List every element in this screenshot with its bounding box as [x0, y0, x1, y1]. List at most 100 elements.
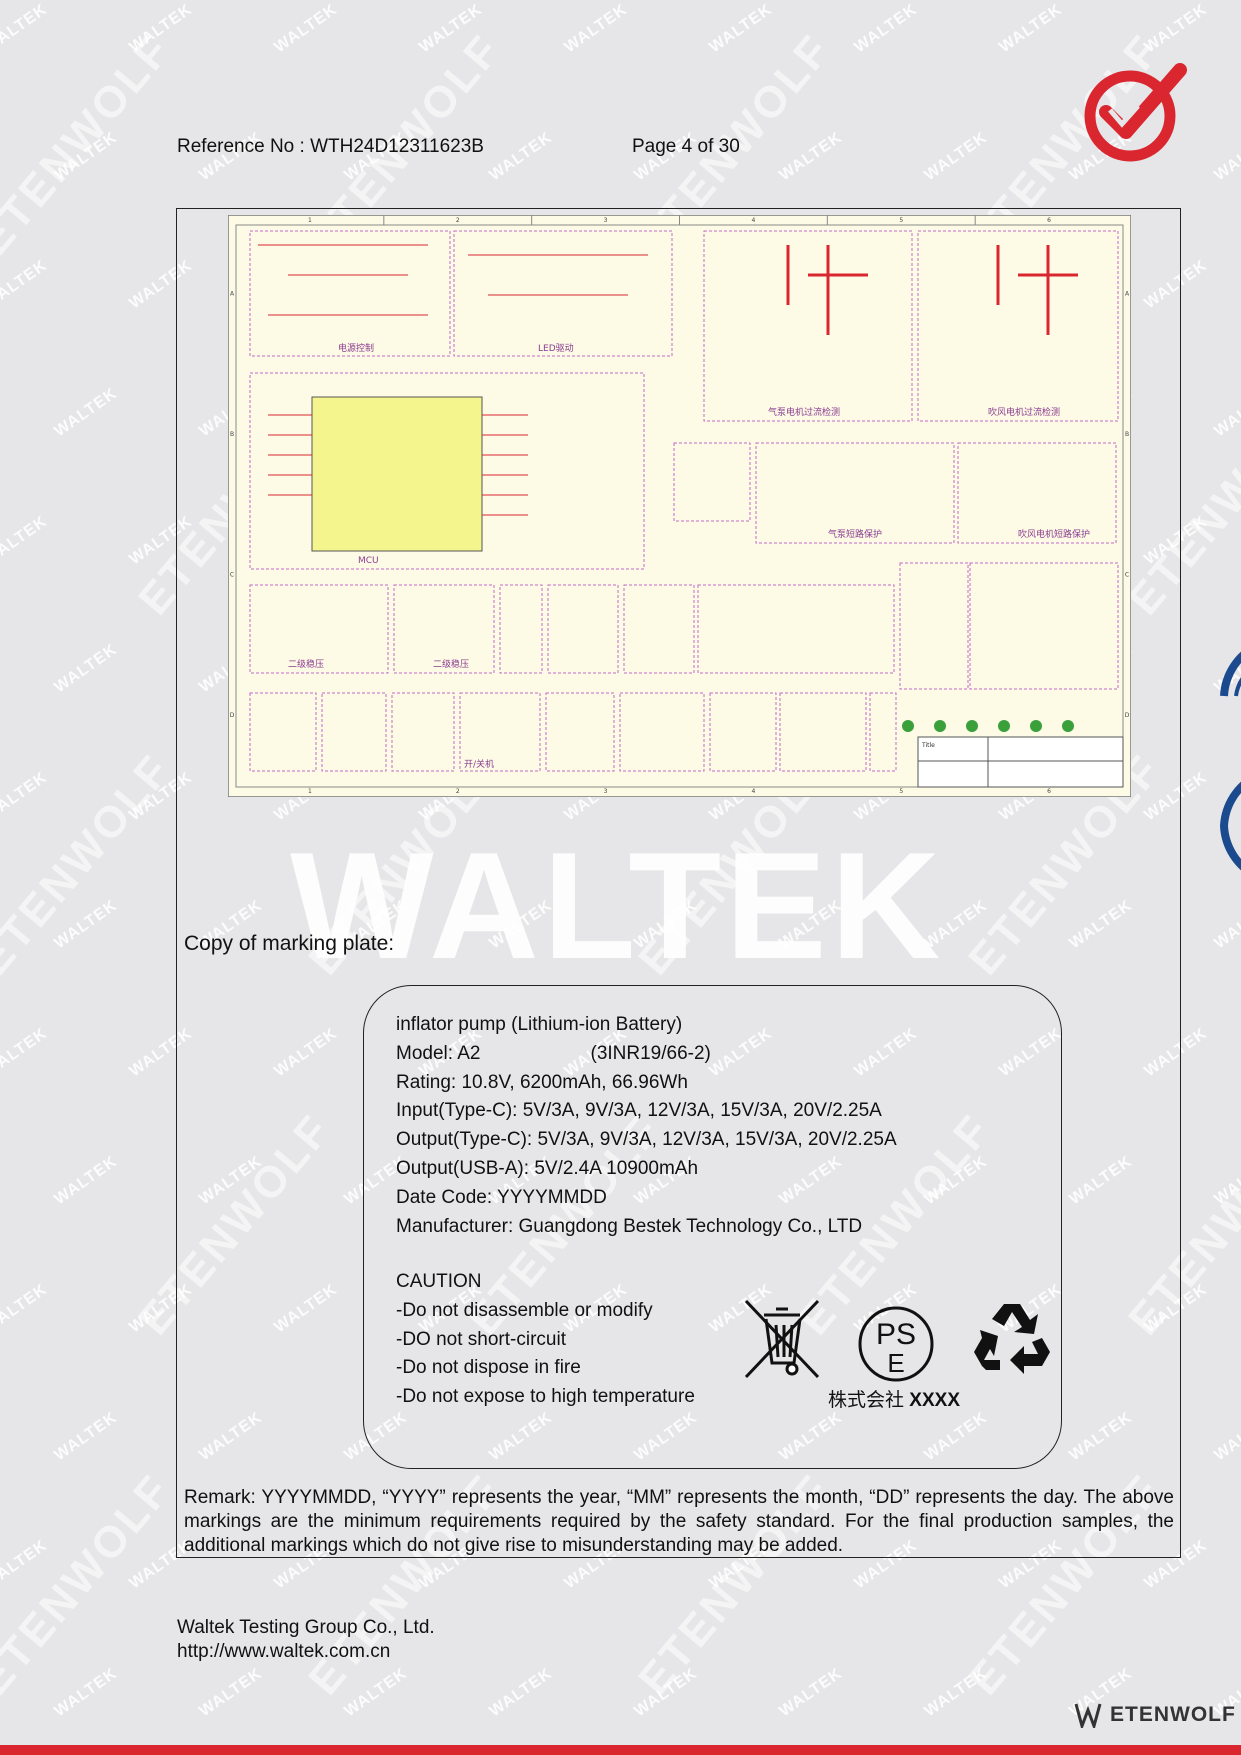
waltek-check-logo	[1084, 63, 1187, 162]
center-watermark: WALTEK	[290, 821, 945, 991]
caution-item: -Do not expose to high temperature	[396, 1386, 695, 1408]
waltek-watermark: WALTEK	[486, 1664, 556, 1721]
model-line: Model: A2 (3INR19/66-2)	[396, 1040, 897, 1069]
waltek-watermark: WALTEK	[921, 1664, 991, 1721]
schematic-row-letter: C	[230, 571, 234, 578]
waltek-watermark: WALTEK	[51, 384, 121, 441]
schematic-column-number: 1	[308, 788, 312, 795]
footer-url[interactable]: http://www.waltek.com.cn	[177, 1641, 391, 1662]
schematic-column-number: 5	[899, 788, 903, 795]
output-usba-spec: Output(USB-A): 5V/2.4A 10900mAh	[396, 1157, 699, 1179]
schematic-row-letter: A	[1125, 290, 1130, 297]
schematic-title-label: Title	[921, 742, 935, 749]
wolf-logo-icon	[1074, 1703, 1102, 1728]
waltek-watermark: WALTEK	[271, 0, 341, 57]
brand-name: ETENWOLF	[1110, 1703, 1236, 1726]
waltek-watermark: WALTEK	[51, 896, 121, 953]
caution-item: -Do not disassemble or modify	[396, 1299, 653, 1321]
page-number: Page 4 of 30	[632, 136, 740, 157]
waltek-watermark: WALTEK	[0, 0, 51, 57]
schematic-block-label: LED驱动	[538, 343, 574, 354]
caution-title: CAUTION	[396, 1271, 482, 1292]
waltek-watermark: WALTEK	[706, 0, 776, 57]
caution-item: -Do not dispose in fire	[396, 1357, 581, 1379]
product-name: inflator pump (Lithium-ion Battery)	[396, 1014, 683, 1035]
waltek-watermark: WALTEK	[776, 128, 846, 185]
schematic-block-label: 开/关机	[464, 758, 494, 770]
date-code: Date Code: YYYYMMDD	[396, 1186, 607, 1208]
schematic-column-number: 1	[308, 217, 312, 224]
schematic-row-letter: D	[1125, 712, 1130, 719]
waltek-watermark: WALTEK	[1211, 128, 1241, 185]
crossed-bin-icon	[744, 1299, 820, 1379]
output-typec-spec: Output(Type-C): 5V/3A, 9V/3A, 12V/3A, 15…	[396, 1129, 897, 1151]
schematic-block-label: MCU	[358, 556, 379, 566]
marking-plate	[363, 985, 1062, 1469]
waltek-watermark: WALTEK	[126, 0, 196, 57]
schematic-column-number: 4	[752, 788, 756, 795]
waltek-watermark: WALTEK	[1211, 1152, 1241, 1209]
schematic-column-number: 3	[604, 217, 608, 224]
plate-specifications: inflator pump (Lithium-ion Battery) Mode…	[396, 1011, 897, 1241]
waltek-watermark: WALTEK	[776, 1664, 846, 1721]
etenwolf-watermark: ETENWOLF	[0, 25, 181, 265]
waltek-watermark: WALTEK	[631, 1664, 701, 1721]
waltek-watermark: WALTEK	[51, 1408, 121, 1465]
reference-number: Reference No : WTH24D12311623B	[177, 136, 484, 157]
waltek-watermark: WALTEK	[1141, 0, 1211, 57]
waltek-watermark: WALTEK	[51, 1152, 121, 1209]
etenwolf-brand: ETENWOLF	[1074, 1700, 1236, 1730]
rating: Rating: 10.8V, 6200mAh, 66.96Wh	[396, 1071, 688, 1093]
waltek-watermark: WALTEK	[51, 1664, 121, 1721]
schematic-row-letter: C	[1125, 571, 1129, 578]
waltek-watermark: WALTEK	[341, 1664, 411, 1721]
schematic-block-label: 吹风电机过流检测	[988, 406, 1060, 418]
waltek-watermark: WALTEK	[1211, 384, 1241, 441]
schematic-column-number: 3	[604, 788, 608, 795]
bottom-accent-bar	[0, 1745, 1241, 1755]
model: Model: A2	[396, 1042, 481, 1064]
caution-item: -DO not short-circuit	[396, 1328, 566, 1350]
model-code: (3INR19/66-2)	[590, 1042, 711, 1064]
waltek-watermark: WALTEK	[0, 1536, 51, 1593]
pse-letter-bottom: E	[887, 1348, 904, 1378]
waltek-watermark: WALTEK	[486, 128, 556, 185]
schematic-row-letter: D	[230, 712, 235, 719]
schematic-column-number: 5	[899, 217, 903, 224]
schematic-block-label: 吹风电机短路保护	[1018, 528, 1090, 540]
seal-arc-icon	[1220, 651, 1241, 697]
schematic-block-label: 二级稳压	[288, 658, 324, 670]
waltek-watermark: WALTEK	[51, 640, 121, 697]
etenwolf-watermark: ETENWOLF	[0, 745, 181, 985]
waltek-watermark: WALTEK	[0, 1024, 51, 1081]
schematic-row-letter: B	[230, 431, 234, 438]
schematic-column-number: 4	[752, 217, 756, 224]
schematic-column-number: 6	[1047, 217, 1051, 224]
japanese-company: 株式会社 XXXX	[828, 1385, 960, 1412]
waltek-watermark: WALTEK	[196, 1664, 266, 1721]
schematic-column-number: 2	[456, 217, 460, 224]
waltek-watermark: WALTEK	[561, 0, 631, 57]
waltek-watermark: WALTEK	[51, 128, 121, 185]
jp-company-name: XXXX	[909, 1390, 960, 1411]
waltek-watermark: WALTEK	[996, 0, 1066, 57]
seal-arc-icon	[1219, 781, 1241, 871]
jp-company-text: 株式会社	[828, 1390, 905, 1411]
waltek-watermark: WALTEK	[921, 128, 991, 185]
etenwolf-watermark: ETENWOLF	[0, 1465, 181, 1705]
waltek-watermark: WALTEK	[0, 768, 51, 825]
waltek-watermark: WALTEK	[0, 512, 51, 569]
schematic-block-label: 电源控制	[338, 342, 374, 354]
remark-paragraph: Remark: YYYYMMDD, “YYYY” represents the …	[184, 1487, 1174, 1556]
waltek-watermark: WALTEK	[0, 256, 51, 313]
schematic-column-number: 2	[456, 788, 460, 795]
content-frame	[176, 208, 1181, 1558]
footer-company: Waltek Testing Group Co., Ltd.	[177, 1617, 435, 1638]
manufacturer: Manufacturer: Guangdong Bestek Technolog…	[396, 1215, 863, 1237]
waltek-watermark: WALTEK	[1211, 896, 1241, 953]
schematic-block-label: 二级稳压	[433, 658, 469, 670]
schematic-row-letter: B	[1125, 431, 1129, 438]
waltek-watermark: WALTEK	[851, 0, 921, 57]
input-spec: Input(Type-C): 5V/3A, 9V/3A, 12V/3A, 15V…	[396, 1100, 882, 1122]
